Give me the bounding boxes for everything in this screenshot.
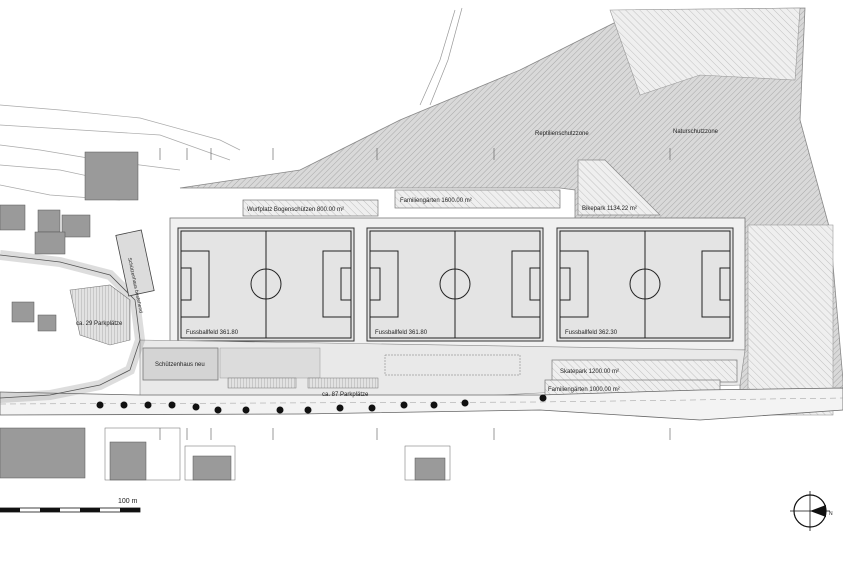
bikepark-area [577, 159, 661, 216]
nature-protection-zone [609, 7, 801, 96]
label-field-2: Fussballfeld 361.80 [375, 330, 428, 336]
wurfplatz-area [242, 199, 379, 217]
football-field-3 [556, 227, 734, 342]
label-familiengarten-bottom: Familiengärten 1000.00 m² [548, 387, 620, 393]
main-road [0, 387, 843, 421]
survey-markers [159, 148, 671, 440]
buildings [0, 151, 446, 481]
label-schuetzenhaus-neu: Schützenhaus neu [155, 362, 205, 368]
schuetzenhaus-neu-building [142, 347, 219, 381]
label-parking-west: ca. 29 Parkplätze [76, 321, 123, 327]
trees [96, 394, 547, 414]
parking-west-lot [69, 284, 131, 346]
label-field-3: Fussballfeld 362.30 [565, 330, 618, 336]
north-arrow: N [790, 491, 833, 531]
label-wurfplatz: Wurfplatz Bogenschützen 800.00 m² [247, 207, 344, 213]
label-reptilienschutzzone: Reptilienschutzzone [535, 131, 589, 137]
familiengarten-top-area [394, 189, 561, 209]
label-parking-main: ca. 87 Parkplätze [322, 392, 369, 398]
label-familiengarten-top: Familiengärten 1600.00 m² [400, 198, 472, 204]
football-field-2 [366, 227, 544, 342]
label-skatepark: Skatepark 1200.00 m² [560, 369, 619, 375]
parking-main-lot [227, 377, 297, 389]
contour-lines [0, 7, 463, 201]
label-field-1: Fussballfeld 361.80 [186, 330, 239, 336]
east-zone [747, 224, 834, 416]
schuetzenhaus-bestehend-building [115, 229, 155, 297]
football-field-1 [177, 227, 355, 342]
label-bikepark: Bikepark 1134.22 m² [582, 206, 637, 212]
north-arrow-label: N [829, 511, 833, 517]
scale-bar-label: 100 m [118, 498, 138, 505]
scale-bar: 100 m [0, 498, 141, 513]
label-naturschutzzone: Naturschutzzone [673, 129, 719, 135]
